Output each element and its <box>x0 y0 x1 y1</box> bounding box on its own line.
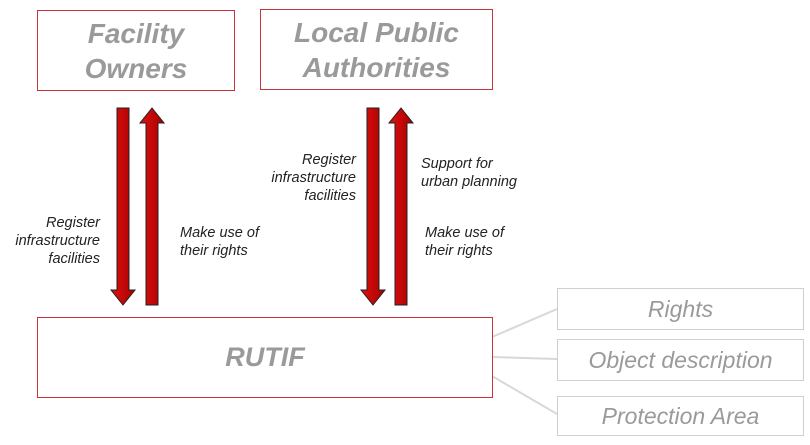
arrow-down-right <box>359 107 387 306</box>
label-register-right: Register infrastructure facilities <box>271 152 356 204</box>
connector-protection-area <box>491 375 558 415</box>
label-support-urban-planning: Support for urban planning <box>421 156 517 190</box>
facility-owners-label: Facility Owners <box>84 17 188 84</box>
protection-area-box: Protection Area <box>557 396 804 436</box>
protection-area-label: Protection Area <box>601 402 760 429</box>
connector-rights <box>491 308 558 338</box>
local-public-authorities-box: Local Public Authorities <box>260 9 493 90</box>
rights-box: Rights <box>557 288 804 330</box>
arrow-up-right <box>387 107 415 306</box>
label-make-use-left: Make use of their rights <box>180 225 259 259</box>
rutif-box: RUTIF <box>37 317 493 398</box>
label-make-use-right: Make use of their rights <box>425 225 504 259</box>
local-public-authorities-label: Local Public Authorities <box>294 16 459 83</box>
object-description-box: Object description <box>557 339 804 381</box>
rutif-label: RUTIF <box>225 342 305 372</box>
connector-object-description <box>491 356 558 360</box>
arrow-up-left <box>138 107 166 306</box>
object-description-label: Object description <box>588 346 773 373</box>
rights-label: Rights <box>647 295 714 322</box>
facility-owners-box: Facility Owners <box>37 10 235 91</box>
label-register-left: Register infrastructure facilities <box>15 215 100 267</box>
arrow-down-left <box>109 107 137 306</box>
